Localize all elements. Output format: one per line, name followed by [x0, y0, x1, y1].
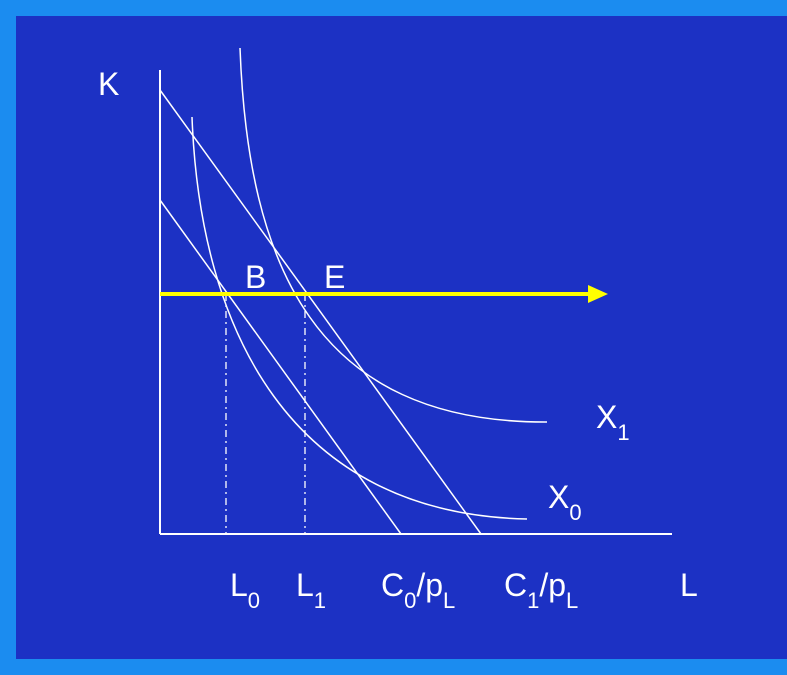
isocost-line-c1	[159, 89, 482, 535]
y-axis-label: K	[98, 66, 119, 102]
x-axis-label: L	[680, 567, 698, 603]
isoquant-x0	[191, 116, 528, 520]
tick-label-l0: L0	[230, 567, 260, 613]
isocost-line-c0	[159, 199, 402, 535]
slide-panel	[16, 16, 787, 659]
isoquant-x1-label: X1	[596, 399, 630, 445]
tick-label-c0-pl: C0/pL	[381, 567, 455, 613]
point-b-label: B	[245, 259, 266, 295]
isoquant-x1	[239, 47, 548, 423]
point-e-label: E	[324, 259, 345, 295]
arrow-head-icon	[588, 285, 608, 303]
isoquant-x0-label: X0	[548, 479, 582, 525]
tick-label-c1-pl: C1/pL	[504, 567, 578, 613]
tick-label-l1: L1	[296, 567, 326, 613]
